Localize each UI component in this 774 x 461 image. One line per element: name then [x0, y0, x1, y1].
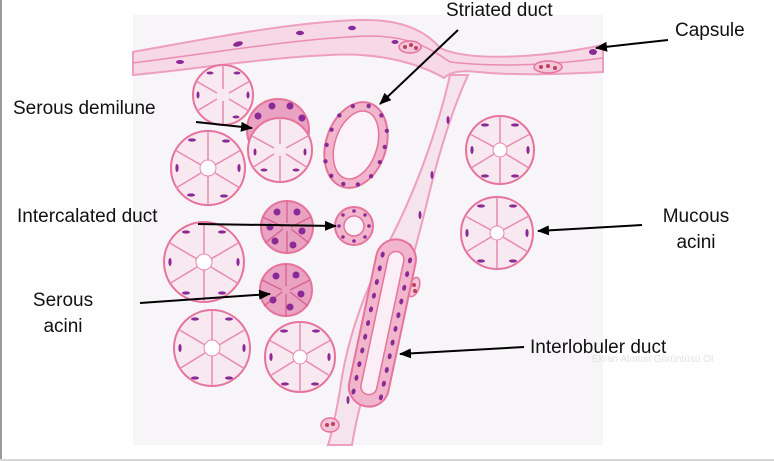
capsule-blood-vessel [398, 40, 563, 74]
mucous-acinus [264, 321, 336, 393]
interlobular-duct [347, 238, 417, 408]
capsule-band [132, 18, 604, 80]
arrow-striated-duct [379, 29, 459, 105]
arrow-intercalated-duct [197, 220, 337, 231]
mucous-acinus [170, 130, 246, 206]
arrow-interlobuler-duct [399, 346, 525, 359]
label-serous-demilune: Serous demilune [13, 98, 156, 119]
label-mucous-acini-line1: Mucous [662, 206, 730, 227]
label-capsule: Capsule [675, 20, 745, 41]
label-mucous-acini-line2: acini [676, 232, 716, 253]
label-striated-duct: Striated duct [446, 0, 553, 21]
mucous-acinus [460, 196, 534, 270]
mucous-acinus [465, 115, 535, 185]
striated-duct [323, 101, 390, 189]
serous-acini [259, 200, 314, 317]
arrow-capsule [595, 39, 669, 52]
serous-demilune [246, 98, 313, 183]
intercalated-duct [334, 206, 374, 246]
label-mucous-acini: Mucous acini [650, 206, 742, 254]
mucous-acinus [192, 64, 254, 126]
mucous-acinus [173, 309, 251, 387]
mucous-acini [163, 64, 535, 393]
window-edge-left [0, 0, 2, 461]
arrow-serous-acini [139, 289, 271, 304]
serous-acinus [259, 263, 313, 317]
watermark-text: Ekran Alıntısı Görüntüsü Ol [592, 354, 714, 365]
arrow-serous-demilune [195, 121, 253, 132]
label-arrows [139, 29, 669, 359]
label-serous-acini: Serous acini [22, 290, 104, 338]
septum-nuclei [346, 116, 450, 404]
label-intercalated-duct: Intercalated duct [17, 206, 158, 227]
mucous-acinus [163, 221, 245, 303]
label-serous-acini-line1: Serous [32, 290, 94, 311]
capsule-nuclei [176, 25, 597, 68]
arrow-mucous-acini [537, 224, 643, 236]
serous-acinus [260, 200, 314, 254]
capsule-inner-line [132, 35, 604, 66]
window-edge-bottom [0, 459, 774, 461]
label-interlobuler-duct: Interlobuler duct [530, 337, 667, 358]
label-serous-acini-line2: acini [43, 316, 83, 337]
